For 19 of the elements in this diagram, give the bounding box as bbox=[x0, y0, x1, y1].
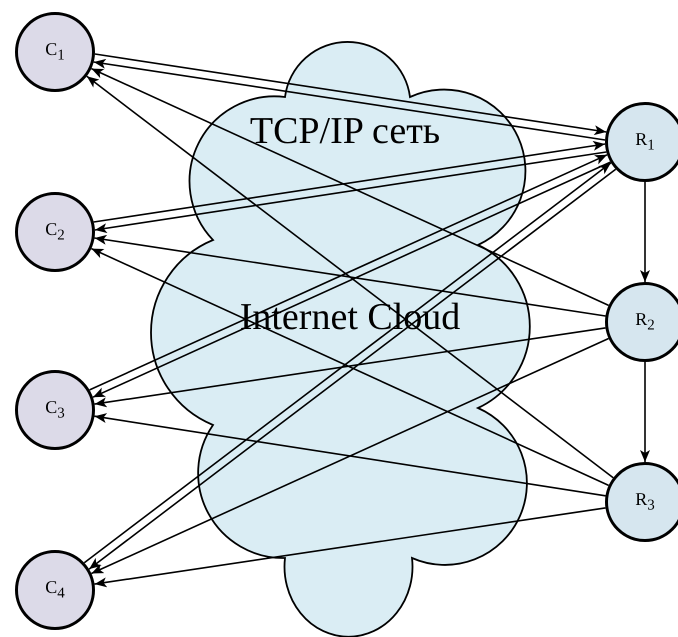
cloud-label: TCP/IP сеть bbox=[250, 112, 440, 150]
node-label: R$_{3}$ bbox=[635, 489, 655, 515]
arrow bbox=[94, 413, 606, 497]
arrow bbox=[86, 76, 614, 478]
arrow bbox=[94, 151, 606, 234]
arrow bbox=[640, 362, 650, 462]
node-label: R$_{1}$ bbox=[635, 129, 655, 155]
node-label: C$_{2}$ bbox=[45, 219, 65, 245]
arrow bbox=[91, 338, 609, 574]
node-label: C$_{3}$ bbox=[45, 397, 65, 423]
node-label: C$_{1}$ bbox=[45, 39, 65, 65]
arrow bbox=[640, 182, 650, 282]
arrow bbox=[94, 327, 606, 408]
arrow bbox=[91, 68, 609, 306]
arrow bbox=[94, 140, 606, 223]
arrow bbox=[91, 248, 609, 486]
node-label: R$_{2}$ bbox=[635, 309, 655, 335]
node-label: C$_{4}$ bbox=[45, 577, 65, 603]
arrow bbox=[94, 507, 606, 588]
